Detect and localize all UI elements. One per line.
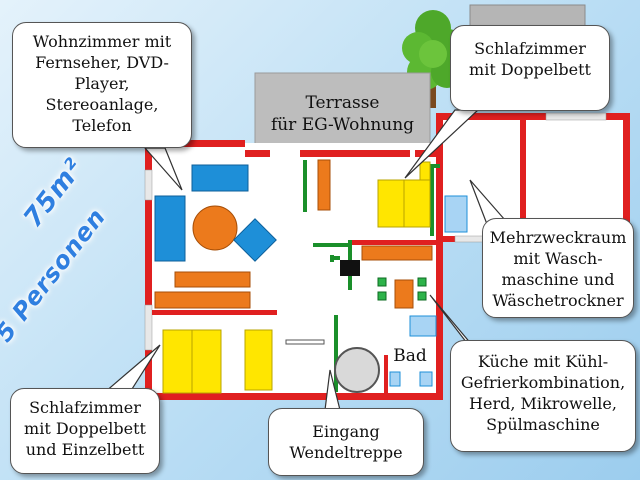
interior-walls [152, 240, 436, 393]
stove [340, 260, 360, 276]
callout-utility-room-text: Mehrzweckraum mit Wasch-maschine und Wäs… [489, 228, 627, 310]
terrace-line2: für EG-Wohnung [270, 115, 415, 135]
nightstand [419, 161, 431, 181]
single-bed [244, 329, 273, 391]
windows [144, 112, 607, 351]
spiral-staircase-icon [334, 347, 380, 393]
kitchen-chairs [377, 277, 427, 301]
toilet [389, 371, 401, 387]
callout-entrance: Eingang Wendeltreppe [268, 408, 424, 476]
shelf [154, 291, 251, 309]
doors [303, 160, 440, 392]
callout-living-room-text: Wohnzimmer mit Fernseher, DVD-Player, St… [32, 32, 172, 135]
callout-entrance-text: Eingang Wendeltreppe [289, 422, 403, 462]
tv-cabinet [191, 164, 249, 192]
washing-machine [444, 195, 468, 233]
sideboard [174, 271, 251, 288]
callout-kitchen: Küche mit Kühl-Gefrierkombination, Herd,… [450, 340, 636, 452]
callout-utility-room: Mehrzweckraum mit Wasch-maschine und Wäs… [482, 218, 634, 318]
callout-bedroom-upper-text: Schlafzimmer mit Doppelbett [469, 39, 591, 79]
fridge [409, 315, 437, 337]
cabinet [317, 159, 331, 211]
sink [419, 371, 433, 387]
callout-bedroom-lower-text: Schlafzimmer mit Doppelbett und Einzelbe… [24, 398, 146, 459]
callout-living-room: Wohnzimmer mit Fernseher, DVD-Player, St… [12, 22, 192, 148]
window-sill [285, 339, 325, 345]
sofa-left [154, 195, 186, 262]
callout-bedroom-lower: Schlafzimmer mit Doppelbett und Einzelbe… [10, 388, 160, 474]
terrace-line1: Terrasse [305, 93, 380, 113]
callout-bedroom-upper: Schlafzimmer mit Doppelbett [450, 25, 610, 111]
bathroom-label: Bad [393, 346, 427, 366]
callout-kitchen-text: Küche mit Kühl-Gefrierkombination, Herd,… [460, 352, 626, 434]
kitchen-table [394, 279, 414, 309]
kitchen-counter [361, 245, 433, 261]
armchair [233, 218, 277, 262]
terrace-label: Terrasse für EG-Wohnung [255, 92, 430, 136]
round-table [192, 205, 238, 251]
